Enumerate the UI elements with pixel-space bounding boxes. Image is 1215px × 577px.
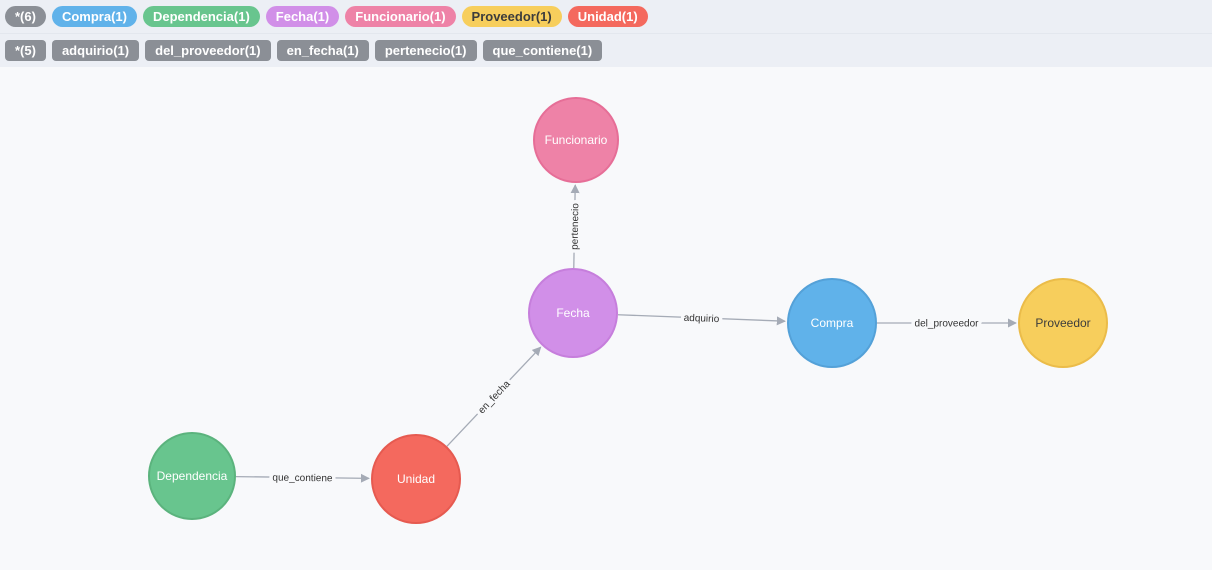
node-caption: Compra — [811, 316, 854, 330]
node-label-pill-proveedor[interactable]: Proveedor(1) — [461, 6, 562, 27]
edge-caption: que_contiene — [272, 473, 333, 485]
node-caption: Funcionario — [545, 133, 608, 147]
graph-edge-adquirio[interactable]: adquirio — [617, 309, 786, 329]
node-caption: Fecha — [556, 306, 590, 320]
rel-type-pill-adquirio[interactable]: adquirio(1) — [51, 40, 140, 61]
graph-node-fecha[interactable]: Fecha — [528, 268, 618, 358]
node-caption: Unidad — [397, 472, 435, 486]
node-labels-row: *(6) Compra(1) Dependencia(1) Fecha(1) F… — [0, 0, 1212, 33]
graph-svg[interactable]: que_contiene en_fecha pertenecio adquirio de… — [0, 67, 1212, 570]
edge-line — [235, 473, 370, 483]
edge-line — [446, 346, 542, 447]
node-caption: Dependencia — [157, 469, 228, 483]
rel-type-pill-pertenecio[interactable]: pertenecio(1) — [374, 40, 477, 61]
relationship-types-row: *(5) adquirio(1) del_proveedor(1) en_fec… — [0, 33, 1212, 67]
graph-node-proveedor[interactable]: Proveedor — [1018, 278, 1108, 368]
rel-type-pill-all[interactable]: *(5) — [5, 40, 46, 61]
graph-edge-pertenecio[interactable]: pertenecio — [566, 184, 585, 269]
node-circle — [371, 434, 461, 524]
edge-caption: del_proveedor — [915, 319, 980, 330]
rel-type-pill-que-contiene[interactable]: que_contiene(1) — [482, 40, 603, 61]
node-label-pill-fecha[interactable]: Fecha(1) — [265, 6, 340, 27]
node-caption: Proveedor — [1035, 316, 1090, 330]
edge-caption: pertenecio — [570, 203, 582, 250]
graph-node-dependencia[interactable]: Dependencia — [148, 432, 236, 520]
node-circle — [533, 97, 619, 183]
graph-node-compra[interactable]: Compra — [787, 278, 877, 368]
graph-edge-en_fecha[interactable]: en_fecha — [446, 346, 542, 447]
edge-line — [617, 314, 786, 326]
graph-edge-que_contiene[interactable]: que_contiene — [235, 469, 370, 488]
node-circle — [528, 268, 618, 358]
graph-node-unidad[interactable]: Unidad — [371, 434, 461, 524]
edge-caption: en_fecha — [476, 378, 513, 416]
node-label-pill-compra[interactable]: Compra(1) — [51, 6, 137, 27]
graph-node-funcionario[interactable]: Funcionario — [533, 97, 619, 183]
node-label-pill-funcionario[interactable]: Funcionario(1) — [345, 6, 456, 27]
edge-caption: adquirio — [683, 313, 719, 325]
rel-type-pill-del-proveedor[interactable]: del_proveedor(1) — [145, 40, 271, 61]
node-label-pill-dependencia[interactable]: Dependencia(1) — [142, 6, 260, 27]
node-label-pill-unidad[interactable]: Unidad(1) — [567, 6, 648, 27]
node-circle — [1018, 278, 1108, 368]
rel-type-pill-en-fecha[interactable]: en_fecha(1) — [276, 40, 369, 61]
edge-line — [570, 184, 580, 269]
graph-edge-del_proveedor[interactable]: del_proveedor — [877, 315, 1017, 333]
graph-legend: *(6) Compra(1) Dependencia(1) Fecha(1) F… — [0, 0, 1212, 67]
node-label-pill-all[interactable]: *(6) — [5, 6, 46, 27]
node-circle — [148, 432, 236, 520]
graph-canvas[interactable]: que_contiene en_fecha pertenecio adquirio de… — [0, 67, 1212, 570]
node-circle — [787, 278, 877, 368]
